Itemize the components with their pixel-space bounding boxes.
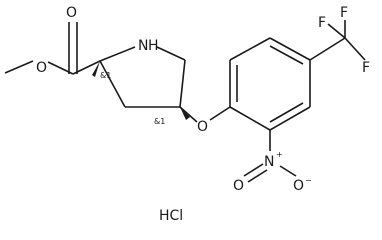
bond-ar-6-1: [229, 106, 271, 131]
bond-c2-n: [99, 46, 136, 62]
atom-nitro-n-charge: +: [276, 150, 283, 159]
atom-nitro-n: N: [264, 154, 274, 170]
bonds: [4, 20, 366, 183]
bond-ar-cf3: [309, 37, 346, 61]
bond-cf3-f3: [344, 37, 366, 61]
bond-ar-2-3: [229, 37, 271, 61]
atom-ring-h: H: [148, 38, 159, 54]
bond-ether-o-ar-c1: [209, 106, 231, 121]
bond-ar-3-4-inner: [269, 45, 304, 65]
bond-c4-ether-o: [179, 106, 198, 123]
stereo-label-c2: &1: [100, 71, 111, 80]
bond-n-c5: [156, 46, 186, 61]
atom-nitro-o2-charge: −: [305, 176, 312, 185]
atom-f3: F: [362, 60, 370, 76]
atom-carbonyl-o: O: [66, 5, 77, 21]
salt-label: HCl: [159, 208, 183, 224]
atom-ring-n: N: [138, 38, 148, 54]
atom-nitro-o1: O: [233, 178, 244, 194]
bond-carbonyl-c2: [72, 60, 101, 75]
atom-labels: O O N H O F F F N + O O −: [36, 5, 370, 194]
bond-ar-3-4: [269, 37, 311, 61]
molecule-structure: O O N H O F F F N + O O − &1 &1 HCl: [4, 5, 370, 224]
atom-ether-o: O: [197, 119, 208, 135]
bond-nitro-o1: [243, 163, 264, 177]
atom-f1: F: [340, 5, 348, 21]
bond-nitro-o1-b: [247, 169, 268, 183]
bond-c3-c2: [99, 60, 126, 108]
bond-methyl-ester-o: [4, 60, 34, 74]
stereo-label-c4: &1: [154, 117, 165, 126]
bond-ar-5-6: [269, 106, 311, 131]
wedge-c2: [92, 61, 100, 77]
bond-c5-c4: [179, 59, 186, 108]
bond-nitro-o2: [279, 165, 297, 177]
stereo-labels: &1 &1: [100, 71, 165, 126]
stereo-wedges: [92, 61, 190, 120]
wedge-c4: [180, 107, 190, 120]
atom-ester-o: O: [36, 60, 47, 76]
bond-cf3-f2: [327, 23, 346, 39]
atom-nitro-o2: O: [293, 178, 304, 194]
bond-ar-5-6-inner: [269, 102, 304, 123]
atom-f2: F: [318, 15, 326, 31]
